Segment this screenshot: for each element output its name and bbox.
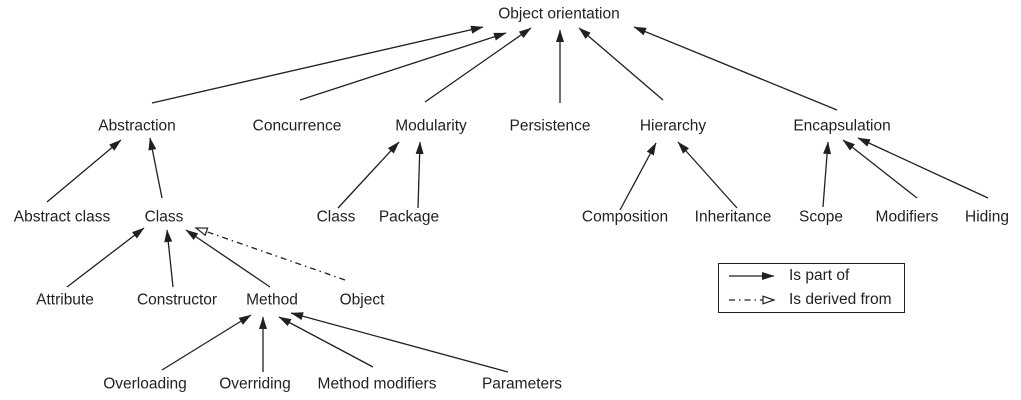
node-class-abstraction: Class (144, 208, 184, 226)
edge-class-abstraction-to-abstraction (148, 137, 163, 199)
node-class-modularity: Class (316, 208, 356, 226)
node-scope: Scope (799, 208, 843, 226)
edge-class-modularity-to-modularity (337, 141, 400, 209)
edge-package-to-modularity (415, 141, 424, 209)
edge-parameters-to-method (290, 312, 509, 373)
edge-abstract-class-to-abstraction (46, 139, 122, 203)
node-encapsulation: Encapsulation (793, 117, 891, 135)
dash-dot-arrow-icon (729, 295, 776, 305)
edge-modifiers-to-encapsulation (842, 139, 918, 199)
solid-arrow-icon (729, 272, 775, 280)
node-attribute: Attribute (36, 291, 94, 309)
legend-label-derived-from: Is derived from (789, 291, 892, 308)
node-abstraction: Abstraction (98, 117, 176, 135)
node-object-orientation: Object orientation (498, 5, 620, 23)
edge-object-to-class-abstraction (194, 227, 346, 281)
node-overloading: Overloading (103, 375, 187, 393)
edge-hiding-to-encapsulation (857, 137, 989, 199)
edge-modularity-to-object-orientation (424, 27, 532, 103)
node-composition: Composition (581, 208, 669, 226)
edge-composition-to-hierarchy (619, 142, 657, 211)
legend-item-derived-from: Is derived from (728, 290, 904, 311)
node-constructor: Constructor (136, 291, 218, 309)
edge-constructor-to-class-abstraction (164, 229, 174, 288)
node-hierarchy: Hierarchy (639, 117, 707, 135)
edge-attribute-to-class-abstraction (66, 227, 145, 288)
node-method: Method (246, 291, 298, 309)
edge-method-modifiers-to-method (278, 316, 374, 368)
legend-box: Is part of Is derived from (718, 263, 905, 313)
node-hiding: Hiding (965, 208, 1009, 226)
node-method-modifiers: Method modifiers (317, 375, 437, 393)
edge-inheritance-to-hierarchy (677, 141, 738, 209)
node-package: Package (378, 208, 440, 226)
node-modularity: Modularity (395, 117, 467, 135)
edge-abstraction-to-object-orientation (151, 25, 484, 104)
node-overriding: Overriding (219, 375, 291, 393)
edge-encapsulation-to-object-orientation (633, 26, 838, 111)
edge-method-to-class-abstraction (185, 229, 271, 288)
node-concurrence: Concurrence (252, 117, 342, 135)
legend-label-part-of: Is part of (789, 267, 850, 284)
node-modifiers: Modifiers (875, 208, 939, 226)
edge-hierarchy-to-object-orientation (578, 27, 664, 101)
node-inheritance: Inheritance (694, 208, 772, 226)
edge-scope-to-encapsulation (822, 141, 832, 208)
node-persistence: Persistence (509, 117, 591, 135)
node-object: Object (339, 291, 385, 309)
edge-overloading-to-method (161, 314, 252, 371)
node-parameters: Parameters (481, 375, 563, 393)
node-abstract-class: Abstract class (13, 208, 111, 226)
edge-concurrence-to-object-orientation (299, 32, 507, 101)
legend-item-part-of: Is part of (728, 266, 904, 287)
